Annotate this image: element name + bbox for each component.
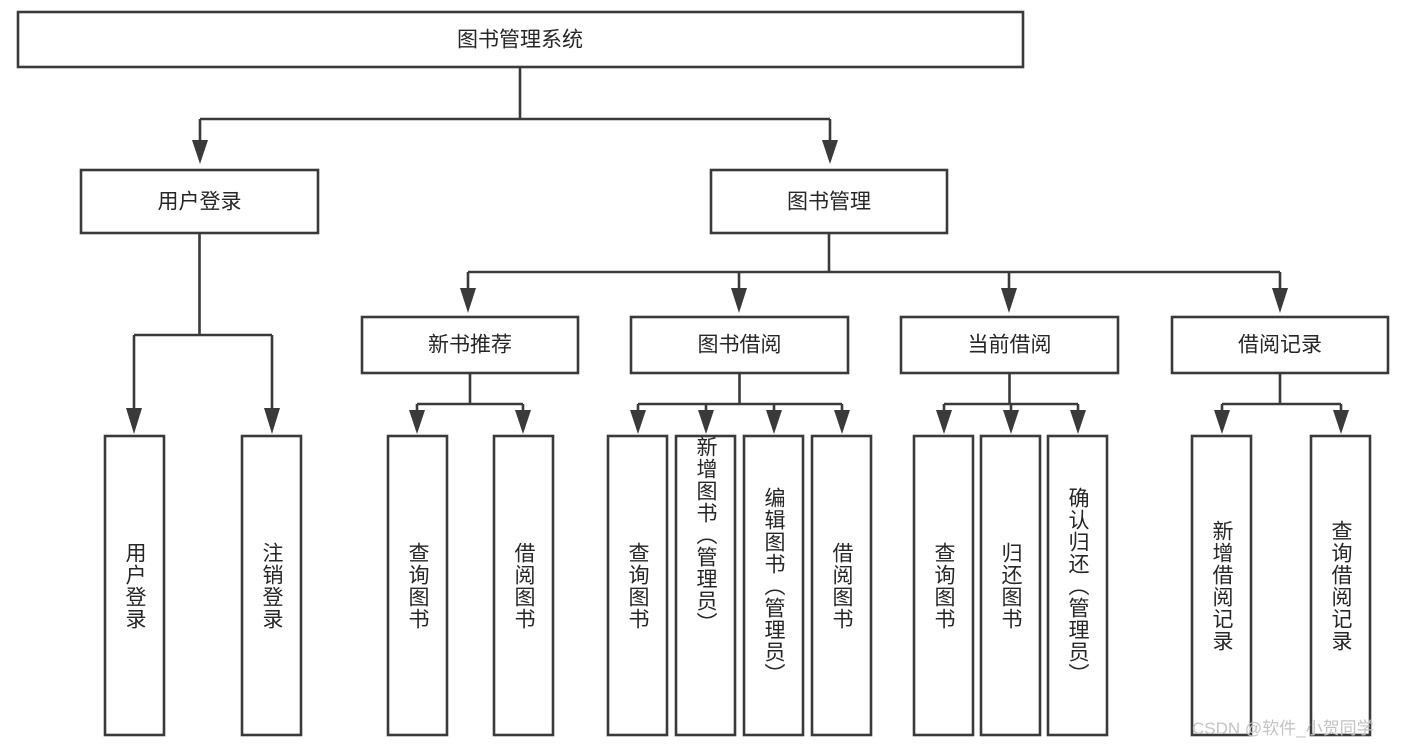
leaf-box-user-login-0[interactable]: [103, 434, 166, 737]
node-root[interactable]: 图书管理系统: [16, 10, 1025, 69]
arrow-to-leaf-nbr-0: [409, 410, 425, 434]
connector-current-borrow-to-leaves: [936, 373, 1086, 434]
arrow-to-new-book-recommend: [460, 288, 476, 313]
node-book-borrow-label: 图书借阅: [698, 334, 782, 357]
node-current-borrow-label: 当前借阅: [968, 334, 1052, 357]
node-book-management-label: 图书管理: [787, 191, 871, 214]
arrow-to-borrow-records: [1272, 288, 1288, 313]
connector-new-book-recommend-to-leaves: [409, 373, 531, 434]
leaf-box-cb-1[interactable]: [979, 434, 1042, 737]
leaf-box-nbr-0[interactable]: [386, 434, 449, 737]
node-root-label: 图书管理系统: [457, 29, 583, 52]
connector-borrow-records-to-leaves: [1214, 373, 1349, 434]
arrow-to-leaf-cb-2: [1070, 410, 1086, 434]
leaf-box-bb-0[interactable]: [606, 434, 669, 737]
arrow-to-user-login: [192, 140, 208, 164]
connector-root-to-level2: [192, 67, 838, 164]
arrow-to-leaf-br-0: [1214, 410, 1230, 434]
node-book-borrow[interactable]: 图书借阅: [629, 315, 850, 375]
node-book-management[interactable]: 图书管理: [709, 168, 949, 235]
arrow-to-book-management: [822, 140, 838, 164]
leaf-box-bb-1[interactable]: [674, 434, 737, 737]
arrow-to-leaf-nbr-1: [515, 410, 531, 434]
arrow-to-leaf-user-login-1: [264, 408, 280, 434]
node-borrow-records-label: 借阅记录: [1238, 334, 1322, 357]
arrow-to-book-borrow: [731, 288, 747, 313]
node-new-book-recommend[interactable]: 新书推荐: [360, 315, 580, 375]
node-current-borrow-box: [899, 315, 1120, 375]
arrow-to-leaf-user-login-0: [126, 408, 142, 434]
leaf-box-bb-3[interactable]: [810, 434, 873, 737]
arrow-to-leaf-bb-3: [834, 410, 850, 434]
node-user-login[interactable]: 用户登录: [79, 168, 320, 235]
node-current-borrow[interactable]: 当前借阅: [899, 315, 1120, 375]
csdn-watermark: CSDN @软件_小贺同学: [1192, 719, 1374, 738]
node-new-book-recommend-box: [360, 315, 580, 375]
connector-book-borrow-to-leaves: [630, 373, 850, 434]
arrow-to-leaf-br-1: [1333, 410, 1349, 434]
arrow-to-current-borrow: [1001, 288, 1017, 313]
arrow-to-leaf-cb-1: [1003, 410, 1019, 434]
node-borrow-records[interactable]: 借阅记录: [1170, 315, 1390, 375]
leaf-box-br-1[interactable]: [1309, 434, 1372, 737]
arrow-to-leaf-bb-2: [766, 410, 782, 434]
connector-book-management-to-level3: [460, 233, 1288, 313]
node-user-login-box: [79, 168, 320, 235]
arrow-to-leaf-bb-1: [698, 410, 714, 434]
node-new-book-recommend-label: 新书推荐: [428, 334, 512, 357]
leaf-box-br-0[interactable]: [1190, 434, 1253, 737]
leaf-box-cb-0[interactable]: [912, 434, 975, 737]
node-user-login-label: 用户登录: [158, 191, 242, 214]
arrow-to-leaf-cb-0: [936, 410, 952, 434]
leaf-box-cb-2[interactable]: [1046, 434, 1109, 737]
node-root-box: [16, 10, 1025, 69]
leaf-box-bb-2[interactable]: [742, 434, 805, 737]
connector-user-login-to-leaves: [126, 233, 280, 434]
leaf-box-user-login-1[interactable]: [240, 434, 303, 737]
arrow-to-leaf-bb-0: [630, 410, 646, 434]
leaf-box-nbr-1[interactable]: [492, 434, 555, 737]
